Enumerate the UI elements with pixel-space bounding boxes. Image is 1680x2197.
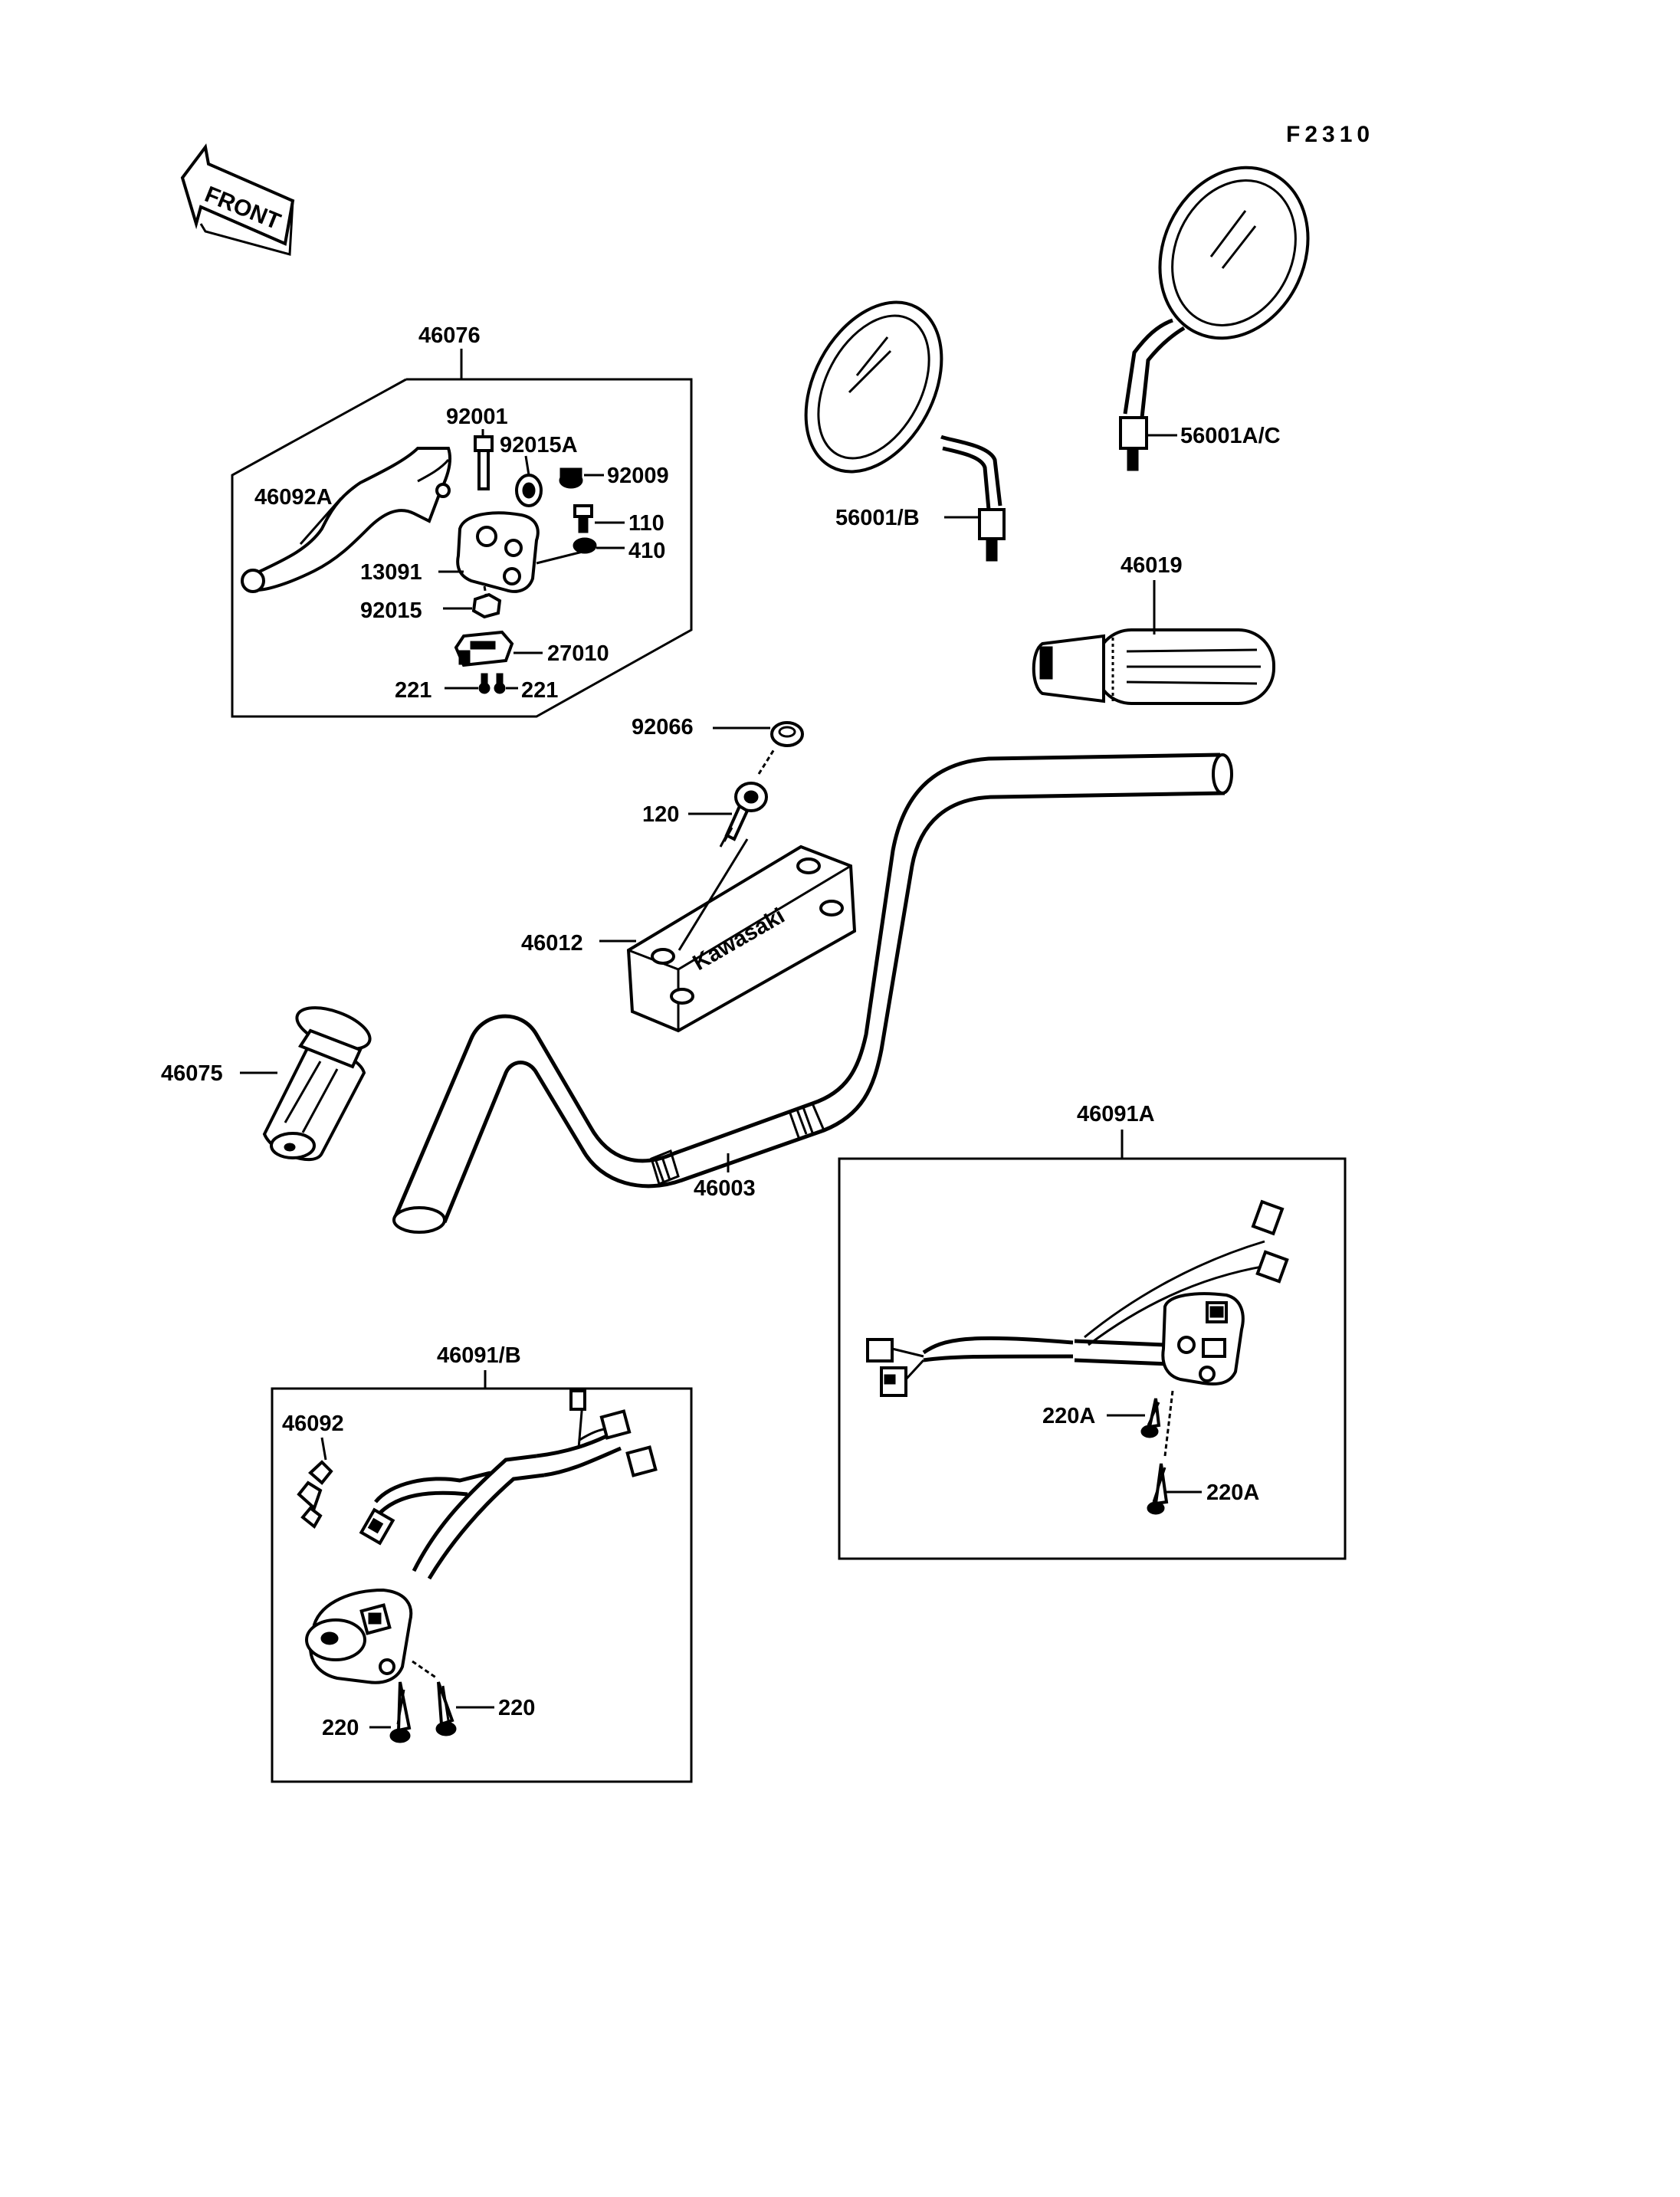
screw-icon <box>389 1681 412 1743</box>
small-bolt-icon <box>573 504 593 533</box>
label-220A-lower: 220A <box>1206 1481 1259 1505</box>
left-grip-icon <box>262 1006 372 1162</box>
mirror-left-icon <box>804 300 1006 562</box>
label-46092: 46092 <box>282 1412 344 1436</box>
right-grip-icon <box>1032 628 1275 705</box>
left-switch-group: 46091/B 46092 <box>271 1343 693 1783</box>
brake-switch-icon <box>454 630 514 667</box>
handlebar-icon <box>392 753 1233 1234</box>
label-46091-B: 46091/B <box>437 1343 521 1368</box>
washer-icon <box>573 537 597 554</box>
screw-icon <box>1140 1398 1161 1438</box>
screw-icon <box>435 1681 457 1736</box>
label-46076: 46076 <box>418 323 481 348</box>
screw-pair-icon <box>478 673 506 694</box>
bolt-icon <box>474 435 494 490</box>
front-arrow-icon: FRONT <box>180 143 295 256</box>
label-46075: 46075 <box>161 1061 223 1086</box>
label-46012: 46012 <box>521 931 583 956</box>
bushing-icon <box>515 474 543 507</box>
nut-icon <box>471 592 502 619</box>
screw-icon <box>559 467 583 489</box>
lever-bracket-icon <box>456 511 540 593</box>
label-46019: 46019 <box>1121 553 1183 578</box>
label-46092A: 46092A <box>254 485 333 510</box>
mirror-right-icon <box>1119 166 1310 471</box>
holder-bolt-icon <box>719 782 768 848</box>
label-92066: 92066 <box>632 715 694 739</box>
label-92015: 92015 <box>360 598 422 623</box>
label-92015A: 92015A <box>500 433 578 457</box>
label-56001-B: 56001/B <box>835 506 920 530</box>
label-92001: 92001 <box>446 405 508 429</box>
right-switch-group: 46091A 220A 220A <box>838 1102 1347 1560</box>
lever-assembly-group: 46076 46092A 92001 92015A 92009 <box>231 323 693 718</box>
label-13091: 13091 <box>360 560 422 585</box>
figure-id: F2310 <box>1286 122 1374 147</box>
handlebar-holder-icon: Kawasaki <box>626 844 857 1033</box>
label-221-left: 221 <box>395 678 431 703</box>
label-56001A-C: 56001A/C <box>1180 424 1281 448</box>
brake-lever-icon <box>241 447 451 593</box>
label-220-right: 220 <box>498 1696 535 1720</box>
clip-icon <box>297 1460 333 1530</box>
label-220-left: 220 <box>322 1716 359 1740</box>
label-46003: 46003 <box>694 1176 756 1201</box>
label-27010: 27010 <box>547 641 609 666</box>
label-110: 110 <box>628 511 664 536</box>
cap-nut-icon <box>770 721 804 747</box>
label-410: 410 <box>628 539 665 563</box>
label-220A-upper: 220A <box>1042 1404 1095 1428</box>
label-221-right: 221 <box>521 678 558 703</box>
label-92009: 92009 <box>607 464 669 488</box>
screw-icon <box>1147 1463 1169 1515</box>
label-120: 120 <box>642 802 679 827</box>
label-46091A: 46091A <box>1077 1102 1155 1126</box>
